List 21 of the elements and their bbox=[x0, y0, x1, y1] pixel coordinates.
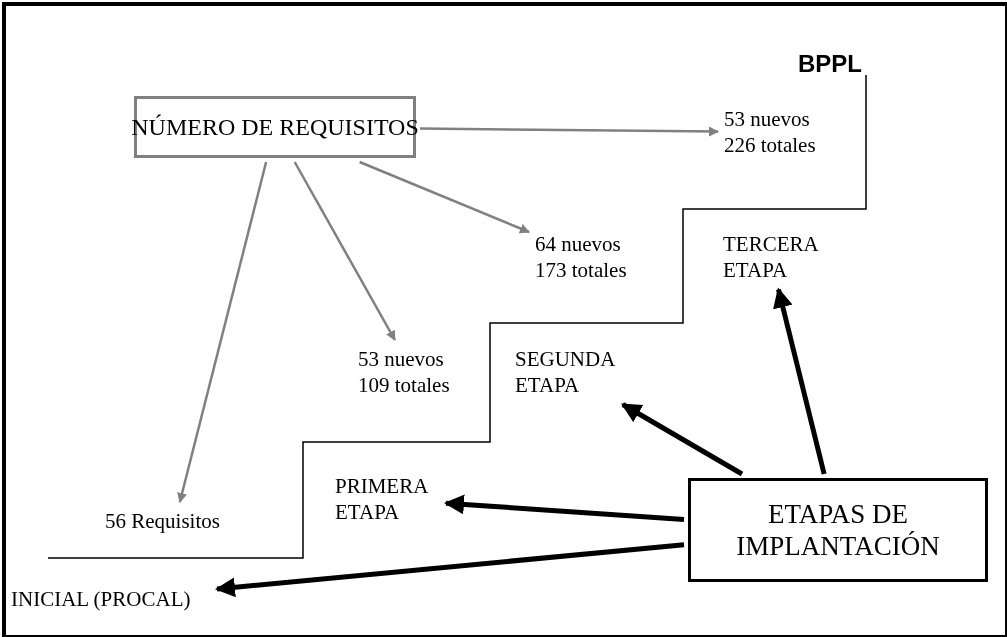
stage-label: BPPL bbox=[798, 50, 862, 78]
arrow bbox=[621, 402, 744, 477]
node-label: 64 nuevos 173 totales bbox=[535, 231, 645, 284]
arrow bbox=[444, 494, 685, 522]
node-text: ETAPAS DE IMPLANTACIÓN bbox=[735, 497, 941, 563]
node-label: PRIMERA ETAPA bbox=[335, 473, 440, 526]
node-label: 53 nuevos 109 totales bbox=[358, 346, 468, 399]
node-label: INICIAL (PROCAL) bbox=[11, 586, 211, 613]
arrow bbox=[773, 287, 827, 475]
text-box bbox=[134, 96, 416, 158]
node-label: SEGUNDA ETAPA bbox=[515, 346, 620, 399]
node-label: 53 nuevos 226 totales bbox=[724, 106, 834, 159]
node-text: NÚMERO DE REQUISITOS bbox=[131, 112, 419, 142]
arrow bbox=[420, 126, 719, 137]
node-label: TERCERA ETAPA bbox=[723, 231, 818, 284]
arrow bbox=[177, 161, 268, 503]
text-box bbox=[688, 478, 988, 582]
arrow bbox=[215, 542, 685, 598]
arrow bbox=[293, 161, 396, 341]
arrow bbox=[359, 160, 530, 234]
node-label: 56 Requisitos bbox=[105, 508, 245, 535]
